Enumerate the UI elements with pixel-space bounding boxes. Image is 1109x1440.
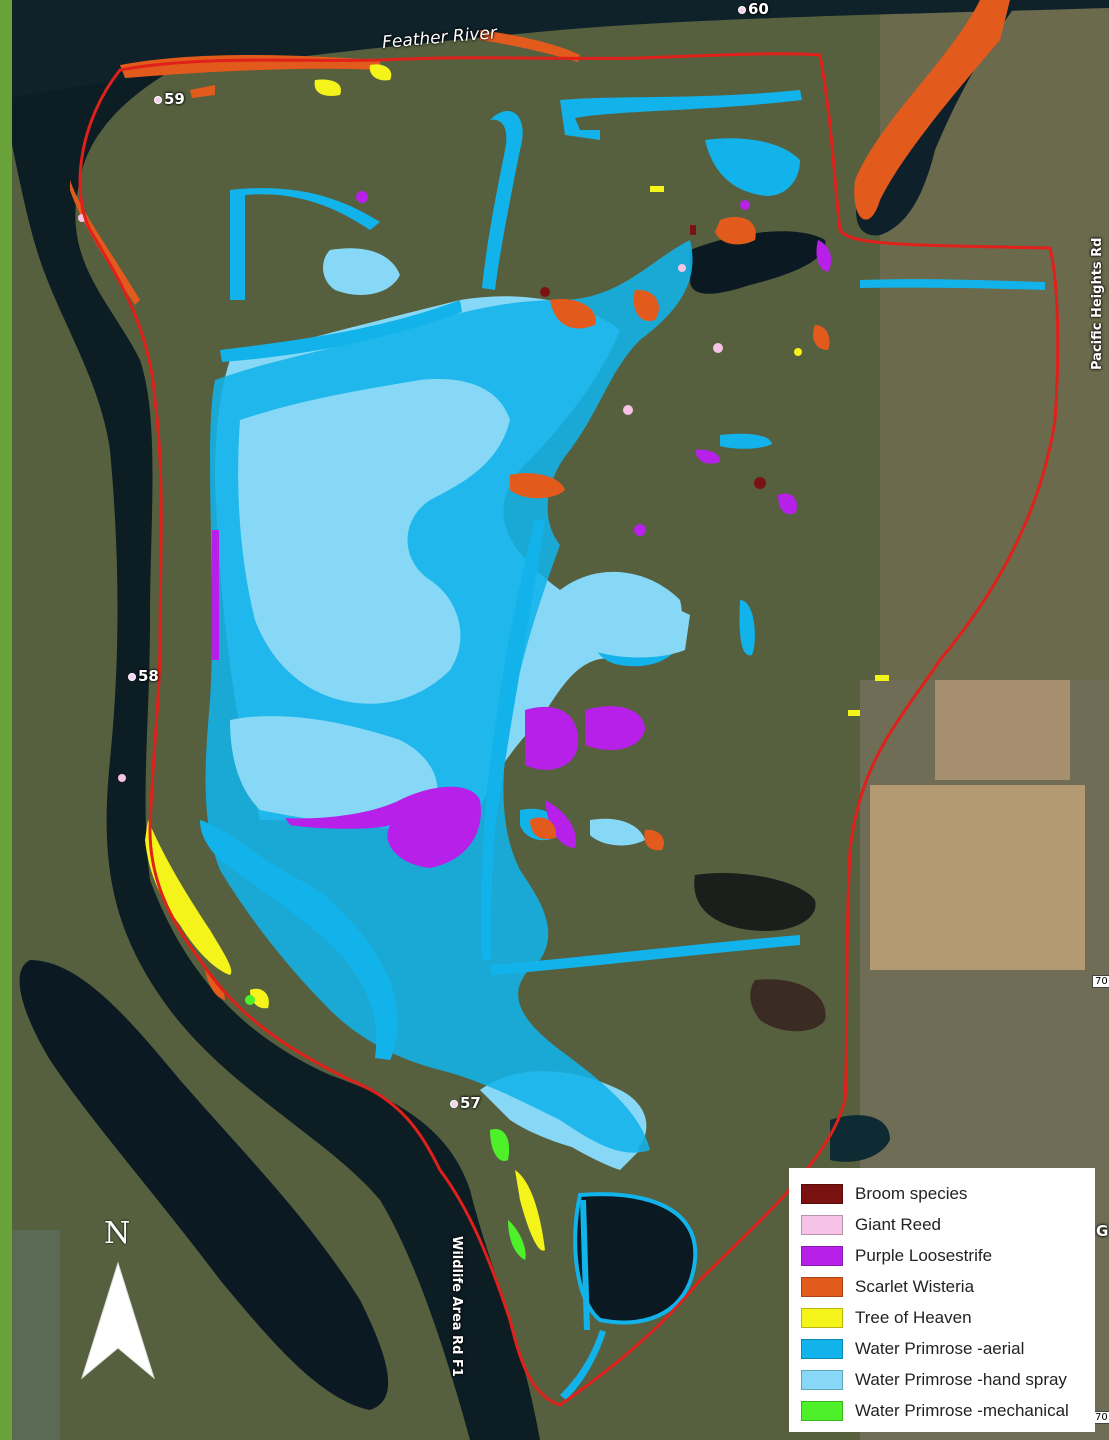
river-west: [0, 34, 540, 1440]
road-label-east: Pacific Heights Rd: [1090, 237, 1105, 371]
giant-reed-spot: [713, 343, 723, 353]
left-accent-bar: [0, 0, 12, 1440]
legend-swatch: [801, 1400, 843, 1421]
legend-item-primrose-mechanical: Water Primrose -mechanical: [801, 1395, 1083, 1426]
legend-item-tree-of-heaven: Tree of Heaven: [801, 1302, 1083, 1333]
pond-east: [694, 872, 816, 931]
legend-swatch: [801, 1245, 843, 1266]
broom-spot: [754, 477, 766, 489]
river-mile-marker: 60: [738, 0, 769, 18]
river-mile-marker: 57: [450, 1094, 481, 1112]
legend-swatch: [801, 1307, 843, 1328]
map-legend: Broom species Giant Reed Purple Loosestr…: [789, 1168, 1095, 1432]
farm-field: [870, 785, 1085, 970]
legend-item-scarlet-wisteria: Scarlet Wisteria: [801, 1271, 1083, 1302]
legend-item-broom: Broom species: [801, 1178, 1083, 1209]
legend-swatch: [801, 1369, 843, 1390]
river-mile-marker: 58: [128, 667, 159, 685]
legend-swatch: [801, 1338, 843, 1359]
river-mile-marker: 59: [154, 90, 185, 108]
mechanical-area: [490, 1129, 510, 1161]
farm-field: [935, 680, 1070, 780]
legend-item-primrose-aerial: Water Primrose -aerial: [801, 1333, 1083, 1364]
oxbow-lake: [19, 960, 389, 1410]
legend-swatch: [801, 1276, 843, 1297]
pond-south: [573, 1192, 698, 1325]
legend-item-purple-loosestrife: Purple Loosestrife: [801, 1240, 1083, 1271]
river-north: [0, 0, 1109, 100]
tree-of-heaven-area: [145, 820, 232, 975]
legend-swatch: [801, 1183, 843, 1204]
legend-item-primrose-hand-spray: Water Primrose -hand spray: [801, 1364, 1083, 1395]
highway-shield: 70: [1092, 975, 1109, 988]
legend-swatch: [801, 1214, 843, 1235]
loosestrife-area: [285, 786, 481, 868]
road-label-south: Wildlife Area Rd F1: [449, 1236, 464, 1377]
edge-letter: G: [1096, 1222, 1109, 1240]
wisteria-ne: [854, 0, 1010, 220]
north-label: N: [104, 1216, 131, 1251]
legend-item-giant-reed: Giant Reed: [801, 1209, 1083, 1240]
north-arrow-icon: [81, 1261, 155, 1380]
